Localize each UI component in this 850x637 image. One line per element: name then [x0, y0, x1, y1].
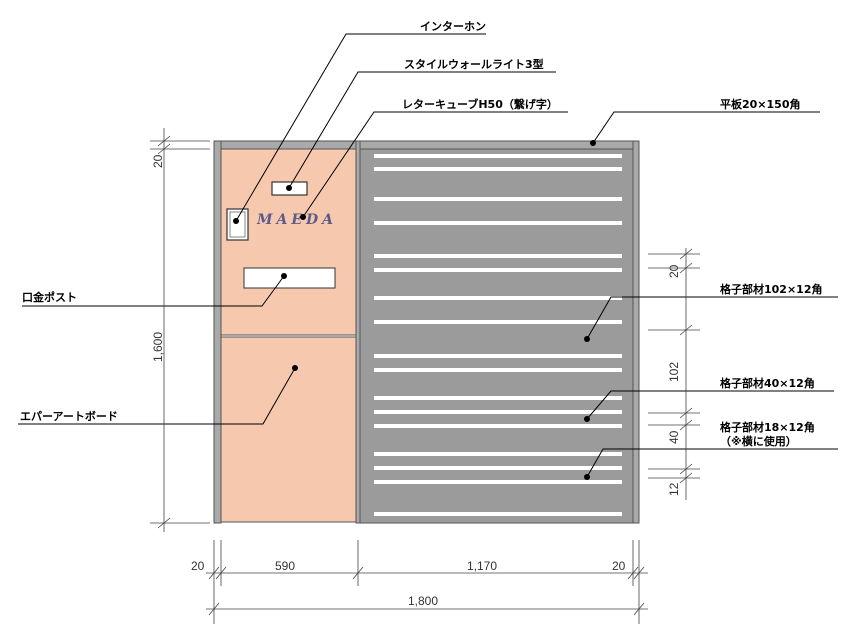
slat-gap-9 [374, 354, 622, 358]
label-lattice-18-note: （※横に使用） [720, 434, 797, 448]
lattice-area [359, 148, 634, 524]
label-intercom: インターホン [420, 20, 486, 33]
slat-gap-5 [374, 254, 622, 258]
leader-dot-mouth-post [281, 273, 287, 279]
leader-flat-board [592, 111, 820, 144]
dim-top-frame: 20 [151, 154, 165, 168]
label-flat-board: 平板20×150角 [720, 97, 801, 111]
dim-right-tick-4 [679, 407, 693, 419]
leader-dot-wall-light [286, 185, 292, 191]
dim-bottom-right-20: 20 [612, 559, 626, 573]
right-post [632, 140, 640, 524]
dim-right-tick-6 [679, 463, 693, 475]
label-lattice-102: 格子部材102×12角 [720, 282, 823, 296]
leader-intercom [235, 33, 486, 222]
dim-right-tick-3 [679, 324, 693, 336]
label-letter-cube: レターキューブH50（繋げ字） [402, 97, 558, 111]
dim-slat-12: 12 [667, 482, 681, 496]
dim-slat-40: 40 [667, 430, 681, 444]
slat-gap-14 [374, 452, 622, 456]
leader-dot-flat-board [590, 140, 596, 146]
slat-gaps [374, 154, 622, 516]
leader-lattice-102 [586, 296, 838, 340]
dim-gap-20: 20 [667, 264, 681, 278]
dim-bottom-tick-1 [208, 566, 220, 580]
dim-left-tick-3 [157, 517, 171, 529]
dim-bottom-tick-2 [215, 566, 227, 580]
label-lattice-18: 格子部材18×12角 [720, 420, 815, 434]
dim-right-panel: 1,170 [467, 559, 497, 573]
leader-dot-lattice-40 [584, 416, 590, 422]
label-eparto-board: エパーアートボード [20, 409, 118, 423]
dim-bottom-tick-3 [352, 566, 364, 580]
leader-lattice-40 [586, 390, 834, 420]
slat-gap-7 [374, 296, 622, 300]
dim-bottom-tick-4 [627, 566, 639, 580]
dim-bottom-left-20: 20 [191, 559, 205, 573]
label-mouth-post: 口金ポスト [22, 290, 77, 304]
dim-slat-102: 102 [667, 362, 681, 382]
dim-total-width: 1,800 [408, 594, 438, 608]
leader-dot-eparto-board [292, 365, 298, 371]
dim-bottom-tick-6 [208, 602, 220, 616]
label-lattice-40: 格子部材40×12角 [720, 376, 815, 390]
slat-gap-15 [374, 466, 622, 470]
leader-dot-intercom [233, 218, 239, 224]
dim-left-tick-2 [157, 143, 171, 155]
slat-gap-13 [374, 424, 622, 428]
leader-dot-lattice-102 [584, 336, 590, 342]
leader-dot-letter-cube [300, 214, 306, 220]
leader-dot-lattice-18 [584, 474, 590, 480]
slat-gap-17 [374, 512, 622, 516]
slat-gap-2 [374, 167, 622, 171]
dim-right-tick-7 [679, 472, 693, 484]
dim-height: 1,600 [151, 332, 165, 362]
slat-gap-8 [374, 320, 622, 324]
slat-gap-6 [374, 268, 622, 272]
intercom-inner [229, 211, 246, 238]
slat-gap-1 [374, 154, 622, 158]
slat-gap-12 [374, 410, 622, 414]
leader-eparto-board [18, 367, 296, 425]
leader-wall-light [288, 71, 556, 189]
dim-left-tick-1 [157, 135, 171, 147]
slat-gap-11 [374, 396, 622, 400]
leader-letter-cube [302, 111, 568, 218]
upper-panel [220, 148, 357, 336]
slat-gap-4 [374, 221, 622, 225]
slat-gap-10 [374, 368, 622, 372]
left-post [213, 140, 222, 524]
dim-left-panel: 590 [275, 559, 295, 573]
leader-lattice-18 [586, 448, 838, 478]
top-frame [213, 140, 640, 150]
nameplate-letters: MAEDA [256, 212, 337, 228]
dim-bottom-tick-5 [633, 566, 645, 580]
mouth-post-slot [243, 267, 336, 289]
dim-bottom-tick-7 [633, 602, 645, 616]
label-style-wall-light: スタイルウォールライト3型 [404, 57, 544, 71]
center-post [355, 140, 361, 524]
slat-gap-3 [374, 197, 622, 201]
slat-gap-16 [374, 480, 622, 484]
dim-right-tick-5 [679, 419, 693, 431]
leader-mouth-post [22, 275, 285, 307]
lower-panel [220, 336, 357, 523]
dim-right-tick-1 [679, 248, 693, 260]
dim-right-tick-2 [679, 262, 693, 274]
